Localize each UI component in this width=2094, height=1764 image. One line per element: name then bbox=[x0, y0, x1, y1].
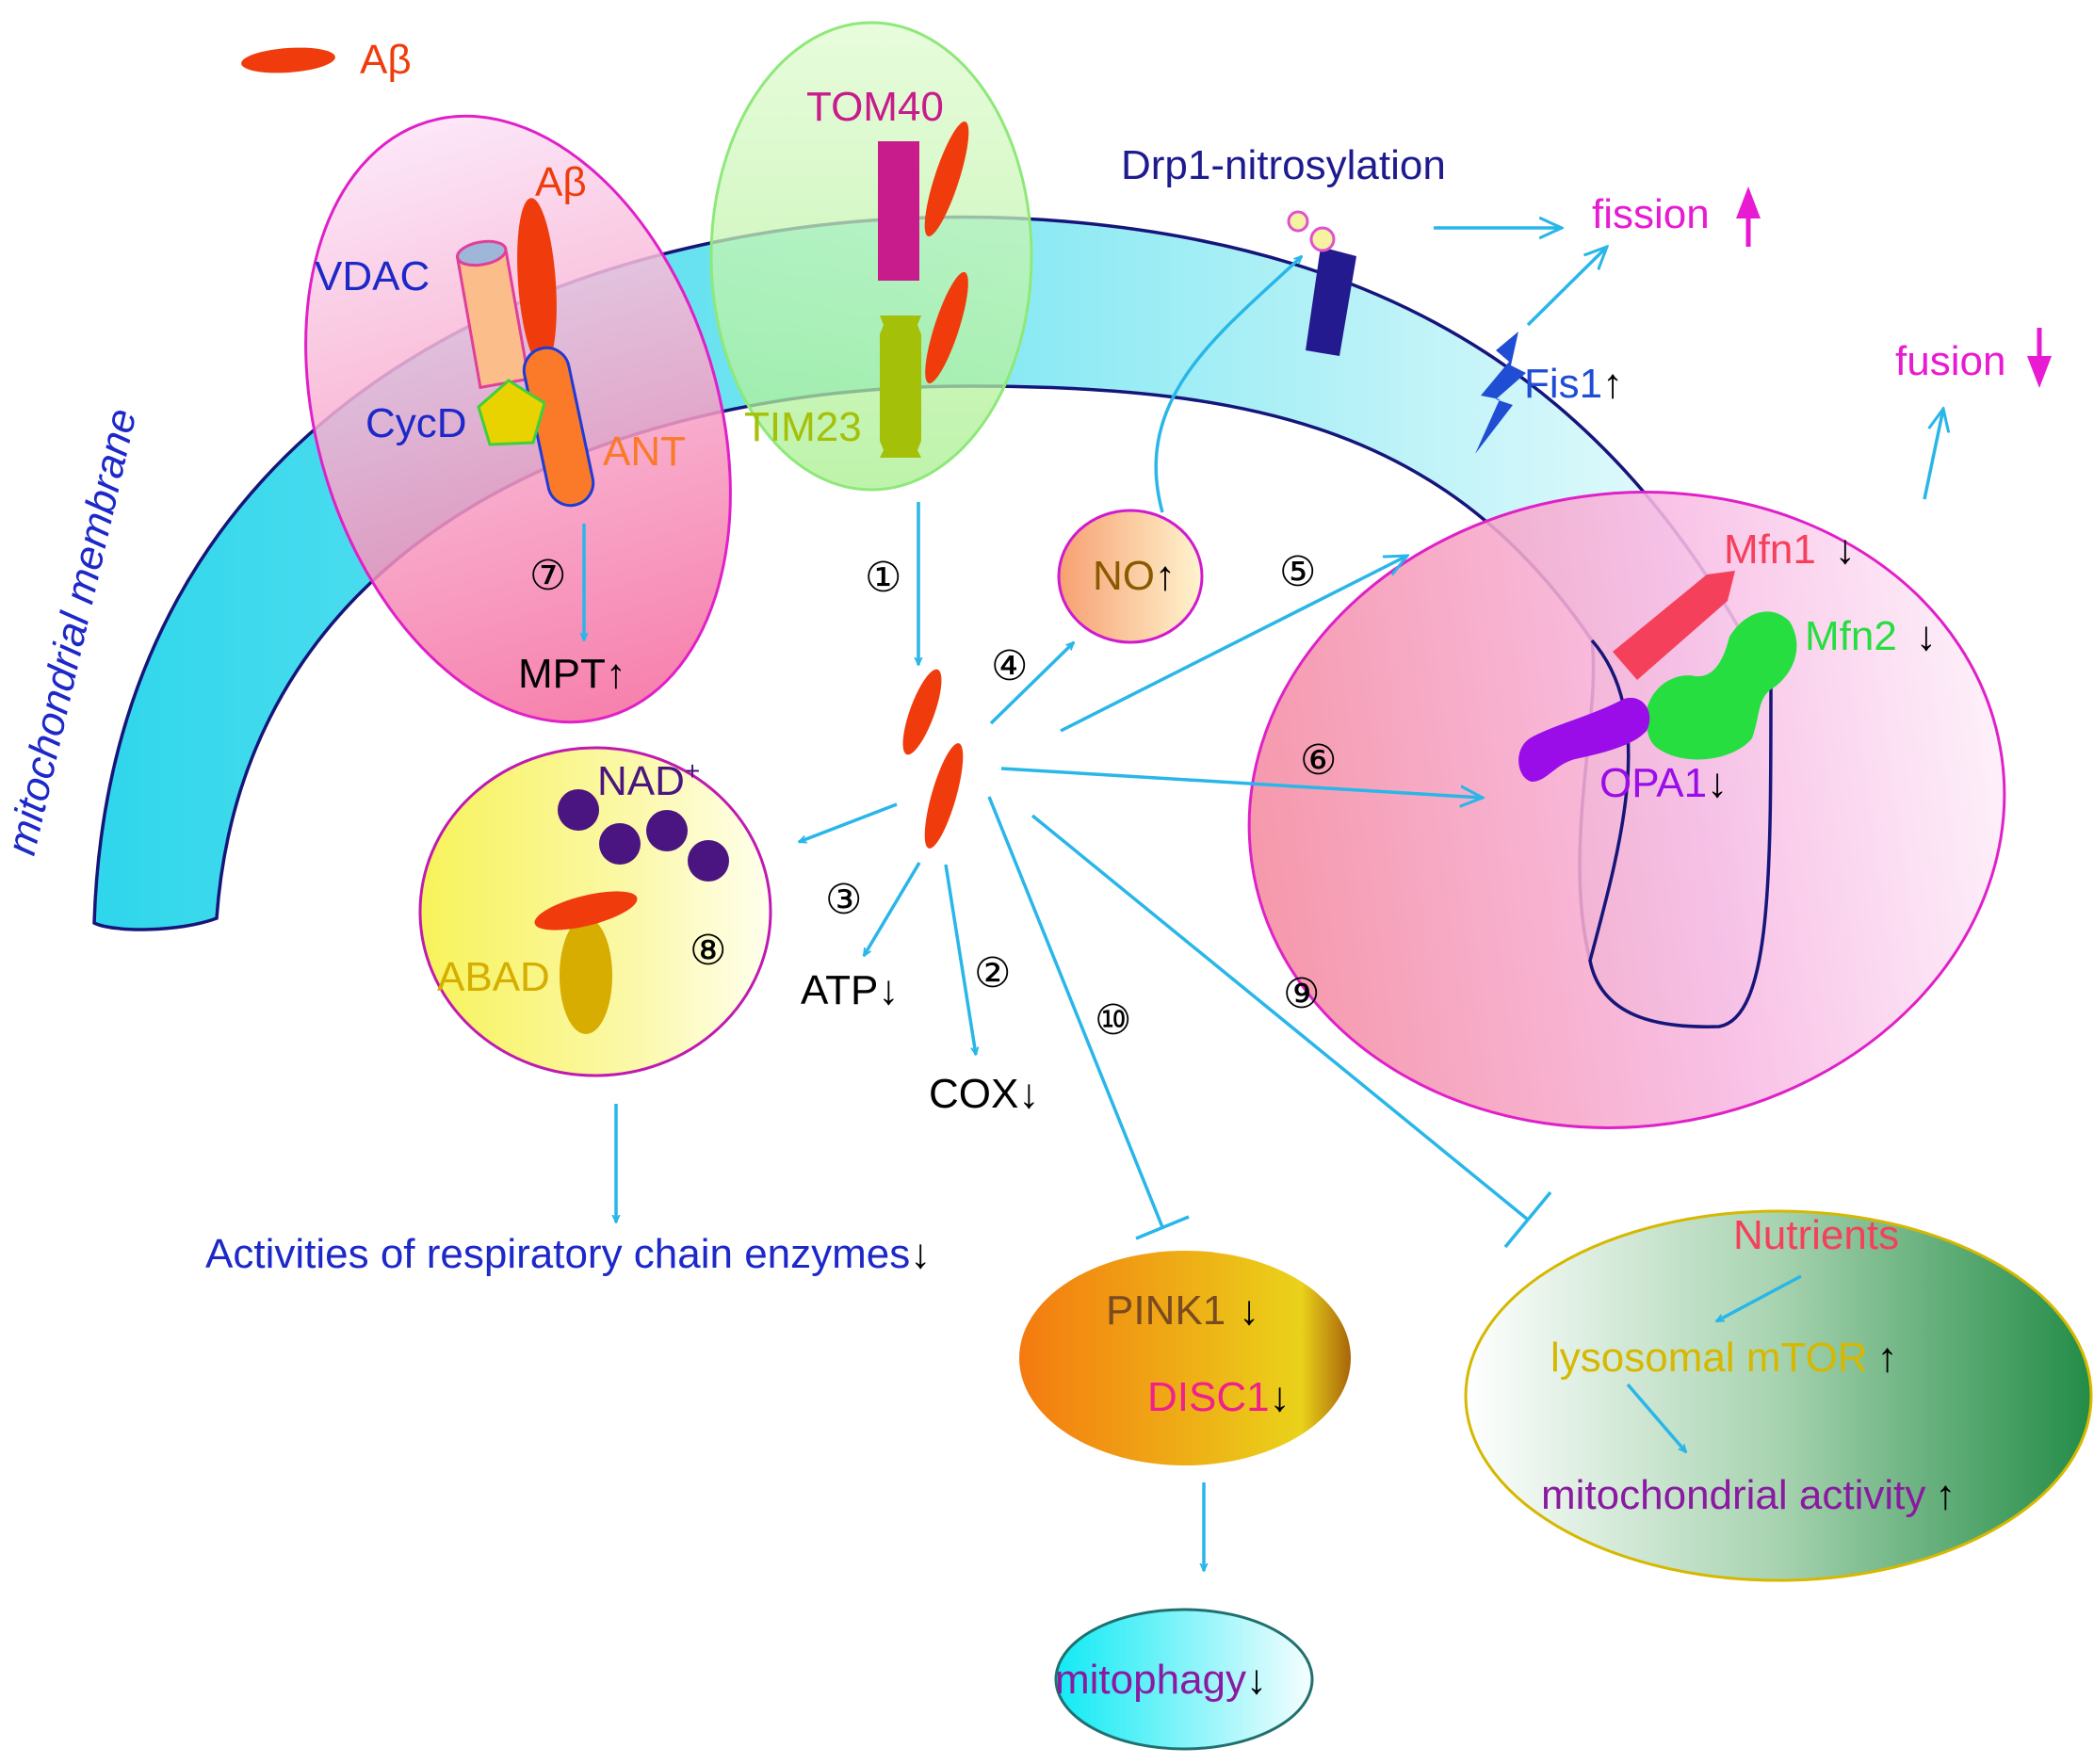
tom40-protein bbox=[878, 141, 919, 281]
abeta-central-2 bbox=[924, 743, 964, 849]
mfn2-down-arrow: ↓ bbox=[1916, 613, 1937, 659]
mtor-label: lysosomal mTOR↑ bbox=[1550, 1335, 1898, 1381]
atp-down-arrow: ↓ bbox=[878, 967, 899, 1013]
arrow-to-no bbox=[989, 642, 1074, 725]
mfn2-label: Mfn2↓ bbox=[1805, 613, 1937, 659]
inhibit-mtor-bar bbox=[1503, 1190, 1552, 1249]
cox-label: COX↓ bbox=[929, 1071, 1039, 1117]
fis1-up-arrow: ↑ bbox=[1602, 361, 1623, 407]
step-5: ⑤ bbox=[1279, 549, 1316, 595]
step-6: ⑥ bbox=[1300, 737, 1337, 784]
drp1-label: Drp1-nitrosylation bbox=[1121, 142, 1446, 188]
mtor-region bbox=[1464, 1209, 2093, 1582]
fusion-down-arrow bbox=[2027, 328, 2052, 388]
nad-molecule-3 bbox=[646, 810, 688, 851]
step-9: ⑨ bbox=[1283, 971, 1320, 1017]
no-up-arrow: ↑ bbox=[1155, 553, 1176, 599]
cycd-label: CycD bbox=[365, 400, 467, 446]
fis1-protein bbox=[1475, 332, 1526, 454]
tim23-protein bbox=[880, 316, 921, 458]
abeta-abad-peptide bbox=[534, 891, 638, 931]
mitophagy-label: mitophagy↓ bbox=[1055, 1657, 1267, 1703]
arrow-to-fission-pathway bbox=[1060, 556, 1407, 733]
abad-label: ABAD bbox=[437, 954, 550, 1000]
mfn1-label: Mfn1↓ bbox=[1724, 526, 1856, 573]
nad-molecule-4 bbox=[688, 840, 729, 882]
tim23-label: TIM23 bbox=[744, 404, 862, 450]
opa1-label: OPA1↓ bbox=[1599, 760, 1728, 806]
nad-molecule-2 bbox=[599, 823, 641, 865]
nutrients-label: Nutrients bbox=[1733, 1212, 1899, 1258]
respiratory-down-arrow: ↓ bbox=[910, 1231, 931, 1277]
nad-molecule-1 bbox=[558, 789, 599, 831]
nad-label: NAD+ bbox=[597, 756, 700, 804]
nad-superscript: + bbox=[685, 756, 700, 785]
abad-protein bbox=[560, 917, 612, 1034]
arrow-to-fusion bbox=[1923, 409, 1943, 500]
abeta-vdac-label: Aβ bbox=[535, 159, 587, 205]
vdac-label: VDAC bbox=[315, 253, 430, 299]
step-8: ⑧ bbox=[690, 928, 726, 974]
abeta-tim23-peptide bbox=[925, 271, 968, 384]
fis1-label: Fis1↑ bbox=[1524, 361, 1623, 407]
arrow-to-cox bbox=[944, 864, 976, 1055]
arrow-no-to-drp1 bbox=[1154, 256, 1302, 513]
arrow-to-atp bbox=[862, 862, 921, 956]
mfn1-down-arrow: ↓ bbox=[1835, 526, 1856, 573]
no-region bbox=[1057, 509, 1204, 644]
abeta-vdac-peptide bbox=[517, 198, 557, 367]
mpt-up-arrow: ↑ bbox=[606, 651, 626, 697]
mtor-up-arrow: ↑ bbox=[1877, 1335, 1898, 1381]
step-2: ② bbox=[974, 950, 1011, 996]
fusion-complex-region bbox=[1247, 491, 2006, 1129]
inhibit-pink1 bbox=[987, 796, 1164, 1228]
tom40-label: TOM40 bbox=[806, 84, 944, 130]
step-4: ④ bbox=[991, 643, 1028, 689]
cox-down-arrow: ↓ bbox=[1018, 1071, 1039, 1117]
vdac-channel bbox=[455, 239, 530, 390]
abeta-tom40-peptide bbox=[924, 121, 969, 237]
disc1-label: DISC1↓ bbox=[1147, 1374, 1290, 1420]
pink1-region bbox=[1019, 1251, 1351, 1465]
mitophagy-region bbox=[1054, 1608, 1314, 1751]
pink1-label: PINK1↓ bbox=[1106, 1287, 1259, 1334]
step-7: ⑦ bbox=[529, 553, 566, 599]
membrane-outline-inner bbox=[1588, 639, 1773, 1028]
mfn1-protein bbox=[1613, 571, 1735, 680]
arrow-to-fusion-complex bbox=[1000, 767, 1483, 798]
mito-activity-up-arrow: ↑ bbox=[1935, 1472, 1956, 1518]
step-1: ① bbox=[865, 555, 901, 601]
arrow-nutrients-to-mtor bbox=[1716, 1274, 1802, 1323]
step-10: ⑩ bbox=[1095, 997, 1131, 1044]
fission-up-arrow bbox=[1736, 186, 1761, 247]
nitrosyl-group-2 bbox=[1309, 226, 1336, 252]
inhibit-pink1-bar bbox=[1135, 1215, 1190, 1240]
drp1-protein bbox=[1306, 247, 1356, 356]
respiratory-label: Activities of respiratory chain enzymes↓ bbox=[205, 1231, 931, 1277]
ant-label: ANT bbox=[603, 429, 686, 475]
mitophagy-down-arrow: ↓ bbox=[1246, 1657, 1267, 1703]
opa1-down-arrow: ↓ bbox=[1707, 760, 1728, 806]
arrow-to-abad bbox=[799, 802, 898, 844]
cycd-protein bbox=[477, 379, 546, 446]
opa1-protein bbox=[1518, 697, 1650, 782]
arrow-fis1-to-fission bbox=[1526, 247, 1607, 327]
mpt-label: MPT↑ bbox=[518, 651, 626, 697]
disc1-down-arrow: ↓ bbox=[1270, 1374, 1290, 1420]
mfn2-protein bbox=[1646, 611, 1797, 760]
nitrosyl-group-1 bbox=[1287, 210, 1309, 233]
abeta-central-1 bbox=[902, 669, 942, 755]
abeta-legend-icon bbox=[241, 47, 335, 73]
inhibit-mtor bbox=[1031, 814, 1530, 1222]
fission-label: fission bbox=[1592, 191, 1710, 237]
step-3: ③ bbox=[825, 877, 862, 923]
abeta-legend-label: Aβ bbox=[360, 37, 412, 83]
atp-label: ATP↓ bbox=[801, 967, 899, 1013]
no-label: NO↑ bbox=[1093, 553, 1176, 599]
pink1-down-arrow: ↓ bbox=[1239, 1287, 1259, 1334]
arrow-mtor-to-activity bbox=[1626, 1383, 1686, 1452]
fusion-label: fusion bbox=[1895, 338, 2005, 384]
mito-activity-label: mitochondrial activity↑ bbox=[1541, 1472, 1956, 1518]
